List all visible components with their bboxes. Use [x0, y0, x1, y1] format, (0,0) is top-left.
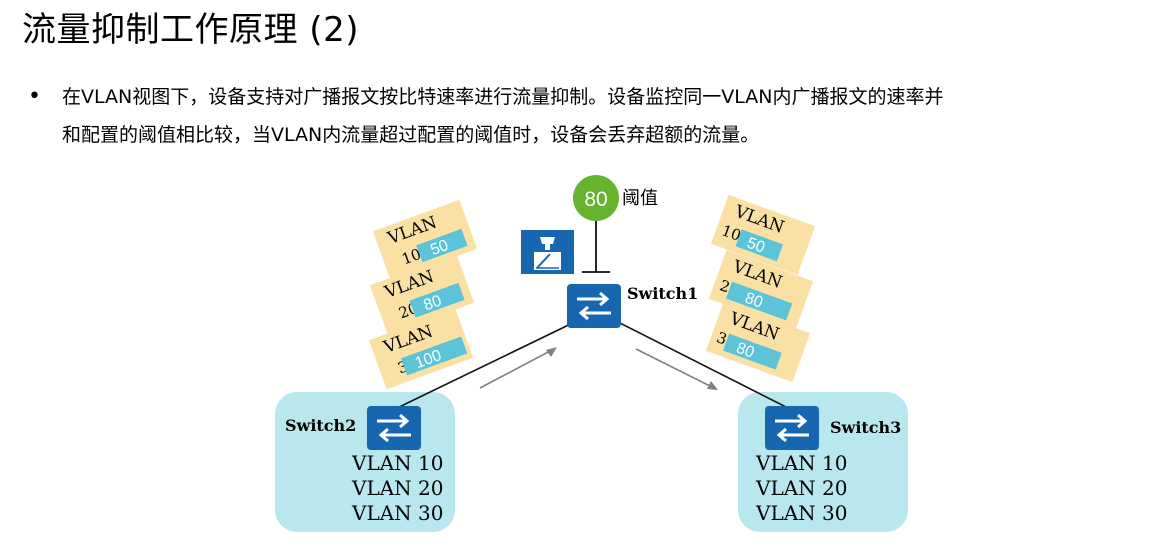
packet-rate: 50 — [428, 237, 451, 259]
packet-out-vlan-30: VLAN 30 80 — [705, 301, 811, 383]
threshold-circle — [573, 175, 619, 221]
packet-vlan-id: 10 — [399, 245, 423, 268]
bullet-text: 在VLAN视图下，设备支持对广播报文按比特速率进行流量抑制。设备监控同一VLAN… — [62, 78, 1172, 154]
suppression-icon — [521, 230, 574, 274]
flow-arrow-in — [479, 347, 557, 389]
packet-rate: 80 — [734, 340, 757, 362]
switch2-vlan-20: VLAN 20 — [351, 476, 443, 500]
switch2-vlan-10: VLAN 10 — [351, 451, 443, 475]
link-switch2-switch1 — [392, 317, 584, 411]
bullet-line-2: 和配置的阈值相比较，当VLAN内流量超过配置的阈值时，设备会丢弃超额的流量。 — [62, 124, 760, 146]
switch1-label: Switch1 — [627, 284, 698, 303]
bullet-dot: • — [28, 84, 41, 109]
packet-rate: 80 — [421, 292, 444, 314]
threshold-label: 阈值 — [622, 188, 658, 209]
link-switch1-switch3 — [609, 317, 793, 411]
switch3-vlan-30: VLAN 30 — [755, 501, 847, 525]
packet-out-vlan-20: VLAN 20 80 — [708, 249, 814, 331]
flow-arrow-out — [635, 348, 718, 390]
switch2-vlan-30: VLAN 30 — [351, 501, 443, 525]
switch1-icon — [567, 284, 621, 328]
switch3-vlan-20: VLAN 20 — [755, 476, 847, 500]
threshold-value: 80 — [584, 188, 607, 211]
packet-rate: 50 — [745, 235, 768, 257]
packet-rate: 80 — [743, 290, 766, 312]
switch3-vlan-10: VLAN 10 — [755, 451, 847, 475]
packet-vlan-id: 10 — [719, 221, 743, 244]
switch3-icon — [765, 406, 819, 450]
switch3-label: Switch3 — [830, 418, 901, 437]
switch2-icon — [367, 406, 421, 450]
bullet-line-1: 在VLAN视图下，设备支持对广播报文按比特速率进行流量抑制。设备监控同一VLAN… — [62, 86, 944, 108]
switch2-label: Switch2 — [285, 416, 356, 435]
packet-in-vlan-10: VLAN 10 50 — [372, 199, 478, 281]
page-title: 流量抑制工作原理 (2) — [22, 10, 359, 50]
